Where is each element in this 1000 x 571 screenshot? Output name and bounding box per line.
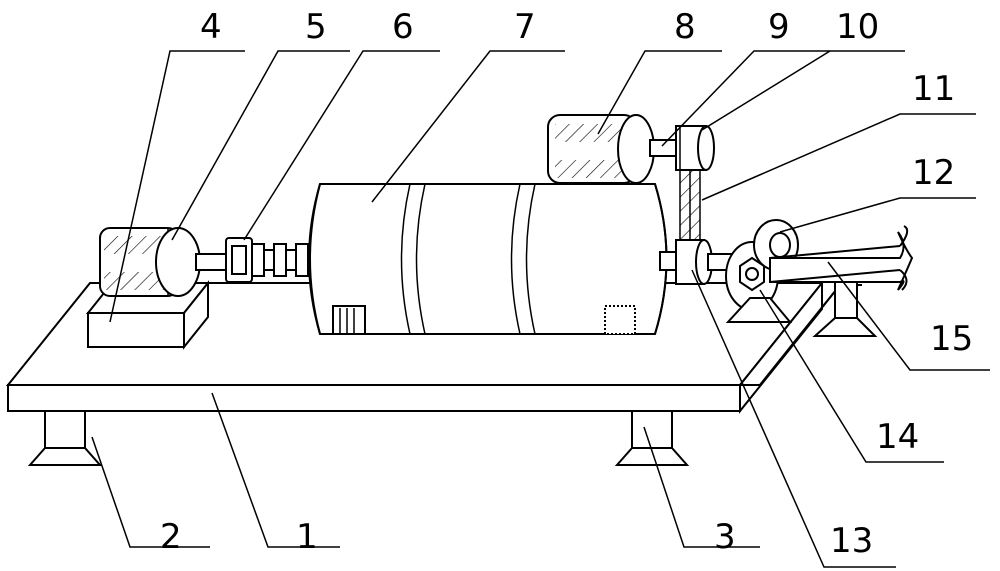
- label-14: 14: [876, 417, 919, 457]
- label-9: 9: [768, 7, 790, 47]
- label-10: 10: [836, 7, 879, 47]
- upper-motor: [548, 115, 654, 183]
- label-5: 5: [305, 7, 327, 47]
- label-13: 13: [830, 521, 873, 561]
- support-leg-left: [30, 411, 100, 465]
- label-1: 1: [296, 517, 318, 557]
- label-8: 8: [674, 7, 696, 47]
- support-leg-right: [617, 411, 687, 465]
- label-12: 12: [912, 153, 955, 193]
- transmission-belt: [680, 170, 700, 240]
- label-6: 6: [392, 7, 414, 47]
- upper-shaft: [650, 126, 714, 170]
- label-3: 3: [714, 517, 736, 557]
- label-7: 7: [514, 7, 536, 47]
- label-11: 11: [912, 69, 955, 109]
- shaft-coupling: [226, 238, 308, 282]
- label-2: 2: [160, 517, 182, 557]
- drum-cylinder: [309, 184, 667, 334]
- label-4: 4: [200, 7, 222, 47]
- label-15: 15: [930, 319, 973, 359]
